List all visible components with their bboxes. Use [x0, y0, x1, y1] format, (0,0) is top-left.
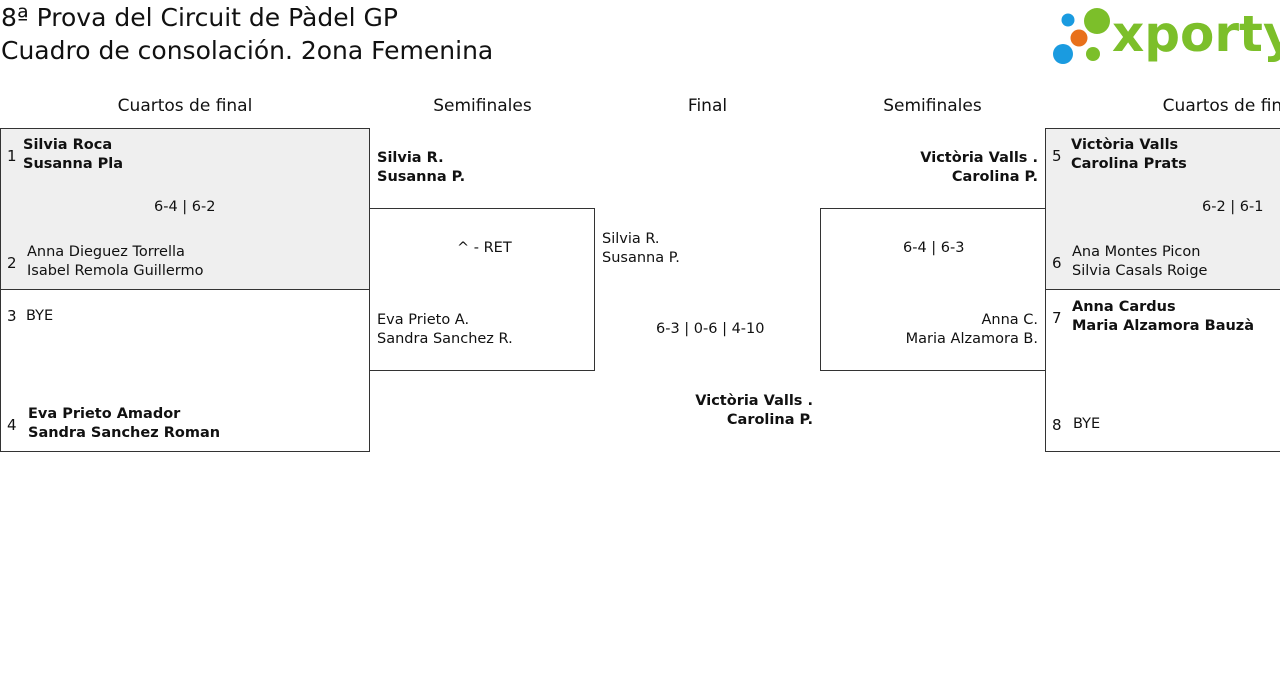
seed-number: 6: [1052, 254, 1062, 272]
seed-number: 2: [7, 254, 17, 272]
match-score: 6-4 | 6-2: [154, 199, 216, 215]
match-score: 6-3 | 0-6 | 4-10: [656, 321, 765, 337]
qf-right-match-2: [1045, 289, 1280, 452]
player-name: Silvia R.: [377, 150, 444, 166]
player-name: Sandra Sanchez R.: [377, 331, 513, 347]
seed-number: 3: [7, 307, 17, 325]
player-name: Anna Cardus: [1072, 299, 1176, 315]
round-header-sf-left: Semifinales: [433, 96, 532, 116]
qf-left-match-1: [0, 128, 370, 290]
page-title: 8ª Prova del Circuit de Pàdel GP: [1, 3, 398, 32]
round-header-sf-right: Semifinales: [883, 96, 982, 116]
player-name: Anna Dieguez Torrella: [27, 244, 185, 260]
logo-dots-icon: [1053, 8, 1110, 64]
match-score: 6-4 | 6-3: [903, 240, 965, 256]
player-name: Victòria Valls .: [920, 150, 1038, 166]
player-name: Silvia R.: [602, 231, 660, 247]
player-name: Susanna P.: [377, 169, 466, 185]
seed-number: 8: [1052, 416, 1062, 434]
match-score: ^ - RET: [457, 240, 512, 256]
player-name: Eva Prieto A.: [377, 312, 470, 328]
match-score: 6-2 | 6-1: [1202, 199, 1264, 215]
player-name: Ana Montes Picon: [1072, 244, 1201, 260]
player-name: Eva Prieto Amador: [28, 406, 181, 422]
champion-name: Carolina P.: [726, 412, 813, 428]
round-header-qf-left: Cuartos de final: [117, 96, 253, 116]
player-name: Susanna Pla: [23, 156, 124, 172]
player-name: Carolina P.: [951, 169, 1038, 185]
player-name: BYE: [1073, 416, 1101, 432]
player-name: Silvia Casals Roige: [1072, 263, 1208, 279]
player-name: Maria Alzamora Bauzà: [1072, 318, 1255, 334]
player-name: Carolina Prats: [1071, 156, 1187, 172]
qf-right-match-1: [1045, 128, 1280, 290]
sf-left-match: [369, 208, 595, 371]
seed-number: 1: [7, 147, 17, 165]
round-header-qf-right: Cuartos de final: [1162, 96, 1280, 116]
player-name: Maria Alzamora B.: [905, 331, 1038, 347]
player-name: Susanna P.: [602, 250, 680, 266]
player-name: Victòria Valls: [1071, 137, 1179, 153]
champion-name: Victòria Valls .: [695, 393, 813, 409]
logo-text: xporty: [1112, 5, 1280, 63]
seed-number: 4: [7, 416, 17, 434]
seed-number: 5: [1052, 147, 1062, 165]
xporty-logo: xporty: [1050, 4, 1280, 66]
player-name: Isabel Remola Guillermo: [27, 263, 204, 279]
player-name: Anna C.: [981, 312, 1038, 328]
seed-number: 7: [1052, 309, 1062, 327]
round-header-final: Final: [687, 96, 728, 116]
player-name: Silvia Roca: [23, 137, 113, 153]
player-name: BYE: [26, 308, 54, 324]
page-subtitle: Cuadro de consolación. 2ona Femenina: [1, 36, 494, 65]
player-name: Sandra Sanchez Roman: [28, 425, 221, 441]
